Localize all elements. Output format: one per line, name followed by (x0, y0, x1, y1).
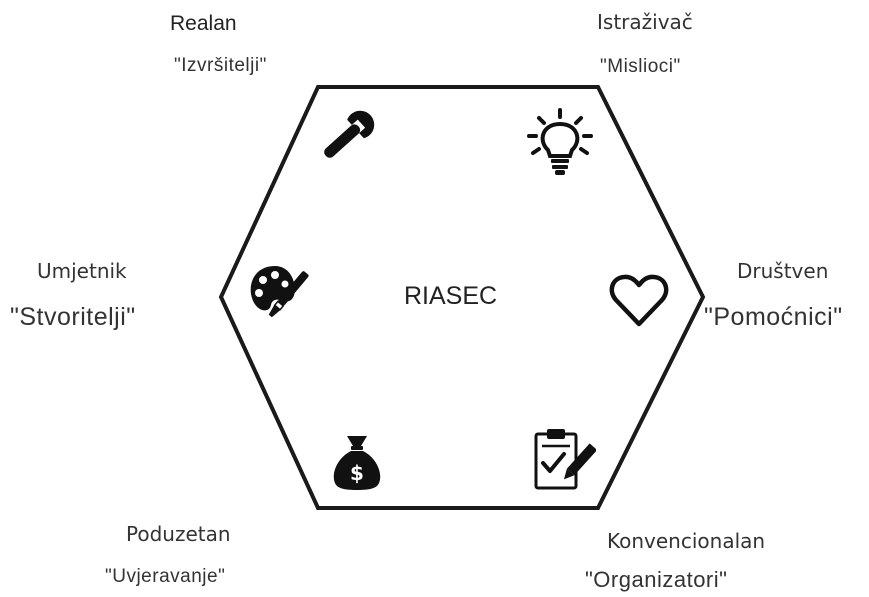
investigative-nickname: "Mislioci" (600, 56, 681, 77)
enterprising-nickname: "Uvjeravanje" (105, 566, 226, 587)
enterprising-type-label: Poduzetan (126, 522, 231, 546)
heart-icon (609, 274, 669, 327)
lightbulb-icon (527, 108, 593, 175)
wrench-icon (324, 110, 375, 158)
hexagon (218, 85, 706, 510)
conventional-type-label: Konvencionalan (607, 529, 766, 553)
social-nickname: "Pomoćnici" (704, 303, 843, 331)
palette-icon (250, 266, 309, 318)
center-label: RIASEC (404, 282, 498, 310)
conventional-nickname: "Organizatori" (585, 567, 728, 592)
svg-text:$: $ (350, 461, 364, 485)
realistic-type-label: Realan (170, 12, 237, 35)
investigative-type-label: Istraživač (597, 10, 693, 34)
money-bag-icon: $ (333, 436, 381, 490)
social-type-label: Društven (737, 259, 829, 283)
realistic-nickname: "Izvršitelji" (174, 55, 267, 76)
artistic-type-label: Umjetnik (37, 259, 127, 283)
artistic-nickname: "Stvoritelji" (10, 303, 136, 331)
clipboard-icon (534, 429, 596, 490)
